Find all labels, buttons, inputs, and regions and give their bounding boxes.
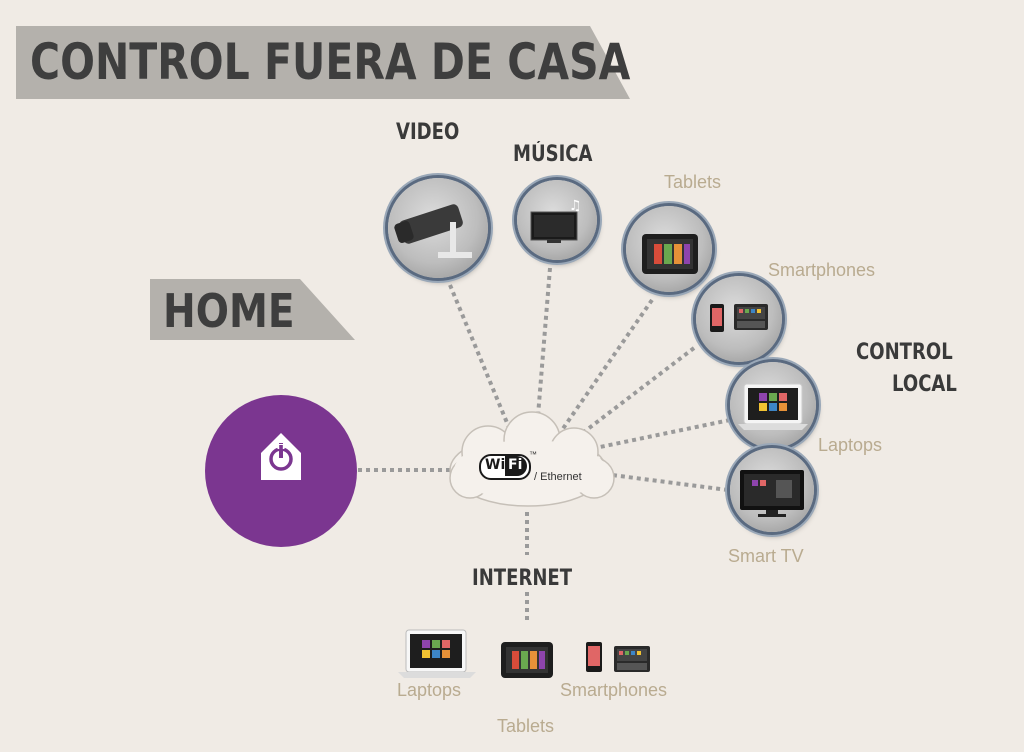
security-camera-icon [394, 204, 472, 258]
label-smart-tv: Smart TV [728, 546, 804, 566]
heading-internet: INTERNET [472, 566, 573, 591]
laptops-device[interactable] [730, 362, 816, 448]
home-power-icon [261, 433, 301, 480]
connector-tablets [560, 298, 654, 432]
page-title: CONTROL FUERA DE CASA [30, 33, 631, 91]
wifi-trademark: ™ [529, 450, 537, 459]
musica-device[interactable]: ♫ [517, 180, 597, 260]
ethernet-label: / Ethernet [534, 471, 582, 483]
home-banner-label: HOME [163, 284, 295, 338]
svg-text:♫: ♫ [569, 198, 582, 214]
smartphones-device[interactable] [696, 276, 782, 362]
wifi-logo: Wi Fi ™ [479, 450, 537, 480]
video-device[interactable] [388, 178, 488, 278]
remote-label-tablets: Tablets [497, 716, 555, 736]
laptop-icon [738, 383, 808, 430]
heading-musica: MÚSICA [513, 142, 593, 167]
wifi-text-right: Fi [508, 457, 523, 473]
home-hub[interactable] [205, 395, 357, 547]
connector-video [448, 284, 512, 431]
heading-control-local-2: LOCAL [892, 372, 957, 397]
label-smartphones: Smartphones [768, 260, 876, 280]
connector-smart-tv [611, 473, 729, 492]
smartphone-icon [710, 304, 768, 332]
label-laptops: Laptops [818, 435, 883, 455]
remote-smartphone-icon [586, 642, 650, 672]
label-tablets: Tablets [664, 172, 722, 192]
remote-laptop-icon [398, 629, 476, 678]
tablet-icon [642, 234, 698, 274]
connector-laptops [599, 418, 731, 449]
wifi-text-left: Wi [485, 457, 506, 473]
tablets-device[interactable] [626, 206, 712, 292]
connector-musica [535, 267, 552, 429]
smart-tv-icon [740, 470, 804, 517]
heading-control-local-1: CONTROL [856, 340, 953, 365]
smart-tv-device[interactable] [730, 448, 814, 532]
remote-label-laptops: Laptops [397, 680, 462, 700]
heading-video: VIDEO [396, 120, 460, 145]
remote-tablet-icon [501, 642, 553, 678]
remote-label-smartphones: Smartphones [560, 680, 668, 700]
music-tv-icon: ♫ [530, 198, 582, 243]
